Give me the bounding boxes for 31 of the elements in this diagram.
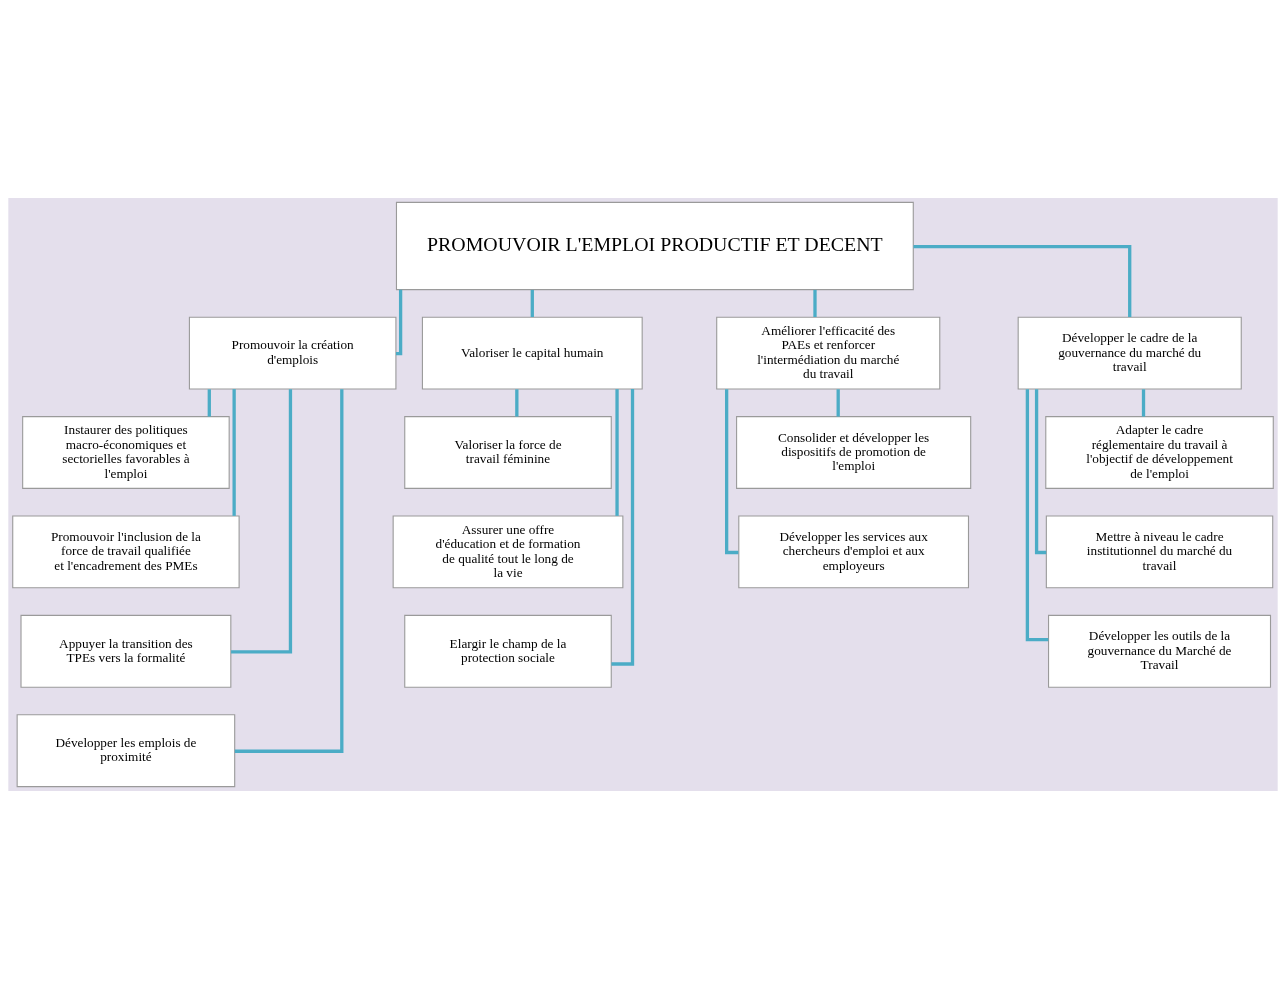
connector — [836, 388, 840, 417]
connector — [1034, 388, 1047, 554]
node-box: Valoriser le capital humain — [421, 316, 643, 390]
node-box: Consolider et développer les dispositifs de promotion de l'emploi — [736, 415, 972, 489]
node-box: Assurer une offre d'éducation et de formation de qualité tout le long de la vie — [392, 515, 624, 588]
connector — [725, 388, 739, 554]
node-box: Améliorer l'efficacité des PAEs et renforcer l'intermédiation du marché du travail — [716, 316, 941, 390]
connector — [615, 388, 619, 516]
connector — [232, 388, 236, 516]
connector — [231, 388, 293, 653]
node-box: Appuyer la transition des TPEs vers la formalité — [20, 614, 232, 688]
node-box: PROMOUVOIR L'EMPLOI PRODUCTIF ET DECENT — [395, 201, 914, 290]
node-box: Développer les services aux chercheurs d'emploi et aux employeurs — [738, 515, 970, 588]
connector — [530, 289, 534, 317]
connector — [1141, 388, 1146, 417]
connector — [813, 289, 817, 317]
connector — [207, 388, 211, 417]
connector — [515, 388, 519, 417]
node-box: Adapter le cadre réglementaire du travail à l'objectif de développement de l'emploi — [1045, 415, 1274, 489]
node-box: Développer les outils de la gouvernance du Marché de Travail — [1048, 614, 1272, 688]
node-box: Développer les emplois de proximité — [16, 713, 236, 787]
node-box: Instaurer des politiques macro-économiques et sectorielles favorables à l'emploi — [22, 415, 230, 489]
node-box: Elargir le champ de la protection sociale — [404, 614, 612, 688]
node-box: Promouvoir l'inclusion de la force de travail qualifiée et l'encadrement des PMEs — [12, 515, 240, 588]
node-box: Valoriser la force de travail féminine — [404, 415, 612, 489]
connector — [234, 388, 344, 753]
node-box: Développer le cadre de la gouvernance du marché du travail — [1017, 316, 1242, 390]
node-box: Mettre à niveau le cadre institutionnel du marché du travail — [1045, 515, 1274, 588]
connector — [395, 289, 403, 355]
node-box: Promouvoir la création d'emplois — [188, 316, 397, 390]
connector — [913, 244, 1132, 317]
